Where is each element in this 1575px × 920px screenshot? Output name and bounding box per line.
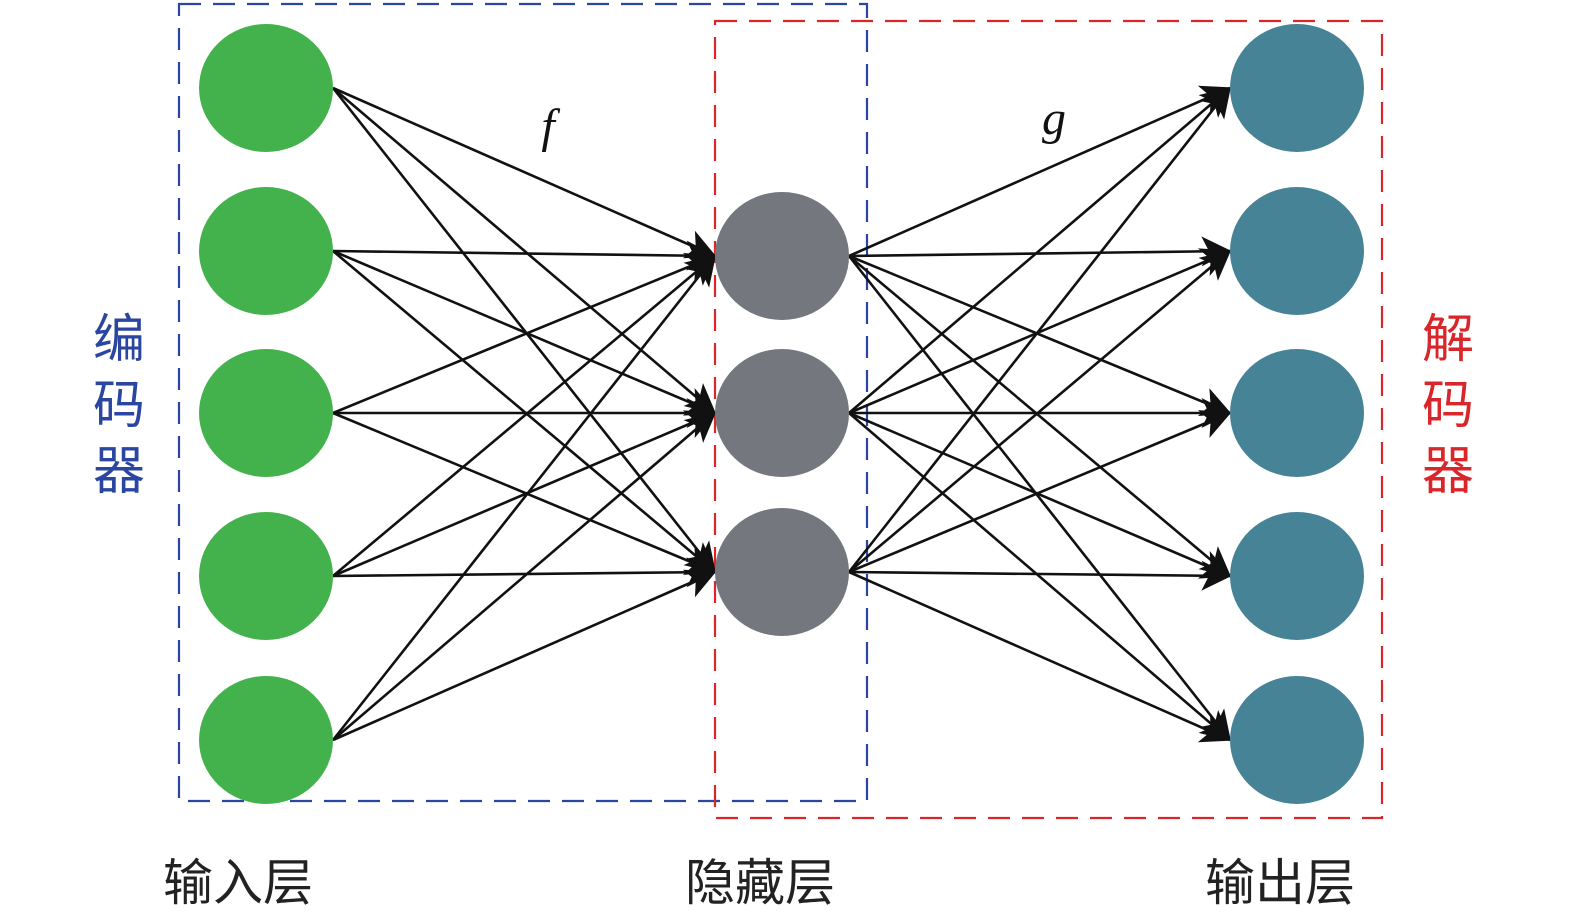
encoder-label-char-3: 器 [93, 442, 145, 502]
input-layer-label: 输入层 [163, 854, 313, 912]
input-node-4 [199, 512, 333, 640]
decoder-label-char-2: 码 [1422, 376, 1474, 436]
input-node-3 [199, 349, 333, 477]
output-node-2 [1230, 187, 1364, 315]
hidden-node-1 [715, 192, 849, 320]
edge-l1-n2-to-n2 [848, 410, 1232, 574]
hidden-node-3 [715, 508, 849, 636]
edge-l0-n3-to-n0 [332, 255, 717, 577]
input-node-5 [199, 676, 333, 804]
edge-l0-n4-to-n1 [332, 412, 717, 741]
edge-l0-n0-to-n2 [331, 87, 717, 574]
input-node-1 [199, 24, 333, 152]
edge-l0-n4-to-n2 [332, 569, 717, 742]
edge-l1-n0-to-n1 [848, 236, 1232, 267]
edge-l1-n0-to-n0 [848, 85, 1232, 258]
edge-l1-n2-to-n0 [847, 86, 1232, 573]
output-node-3 [1230, 349, 1364, 477]
encode-function-label: f [541, 100, 560, 153]
edge-l1-n0-to-n4 [847, 255, 1232, 742]
decoder-label: 解 码 器 [1422, 310, 1474, 502]
encoder-frame [177, 2, 869, 803]
hidden-node-2 [715, 349, 849, 477]
edge-layer [331, 85, 1232, 743]
encoder-label-char-2: 码 [93, 376, 145, 436]
edge-l1-n1-to-n3 [848, 411, 1232, 579]
output-layer-label: 输出层 [1205, 854, 1355, 912]
edge-l0-n2-to-n0 [332, 252, 717, 415]
edge-l0-n0-to-n1 [332, 87, 717, 414]
edge-l0-n0-to-n0 [332, 86, 717, 259]
output-node-4 [1230, 512, 1364, 640]
edge-l0-n4-to-n0 [331, 254, 717, 741]
output-node-5 [1230, 676, 1364, 804]
edge-l0-n1-to-n2 [332, 250, 717, 573]
edge-l1-n2-to-n3 [848, 560, 1232, 591]
edge-l0-n3-to-n1 [332, 410, 717, 578]
input-node-2 [199, 187, 333, 315]
encoder-label-char-1: 编 [93, 310, 145, 370]
node-layer [199, 24, 1364, 804]
edge-l0-n1-to-n0 [332, 240, 717, 271]
decoder-label-char-3: 器 [1422, 442, 1474, 502]
edge-l0-n3-to-n2 [332, 557, 717, 588]
edge-l1-n2-to-n1 [848, 250, 1232, 573]
edge-l1-n0-to-n2 [848, 254, 1232, 417]
encoder-label: 编 码 器 [93, 310, 145, 502]
edge-l1-n0-to-n3 [848, 255, 1232, 577]
output-node-1 [1230, 24, 1364, 152]
edge-l1-n1-to-n4 [848, 412, 1232, 741]
decoder-label-char-1: 解 [1422, 310, 1474, 370]
edge-l1-n2-to-n4 [848, 570, 1232, 743]
hidden-layer-label: 隐藏层 [685, 854, 835, 912]
edge-l0-n1-to-n1 [332, 249, 717, 416]
edge-l0-n2-to-n2 [332, 411, 717, 575]
edge-l1-n1-to-n0 [848, 87, 1232, 414]
decode-function-label: g [1042, 92, 1066, 145]
